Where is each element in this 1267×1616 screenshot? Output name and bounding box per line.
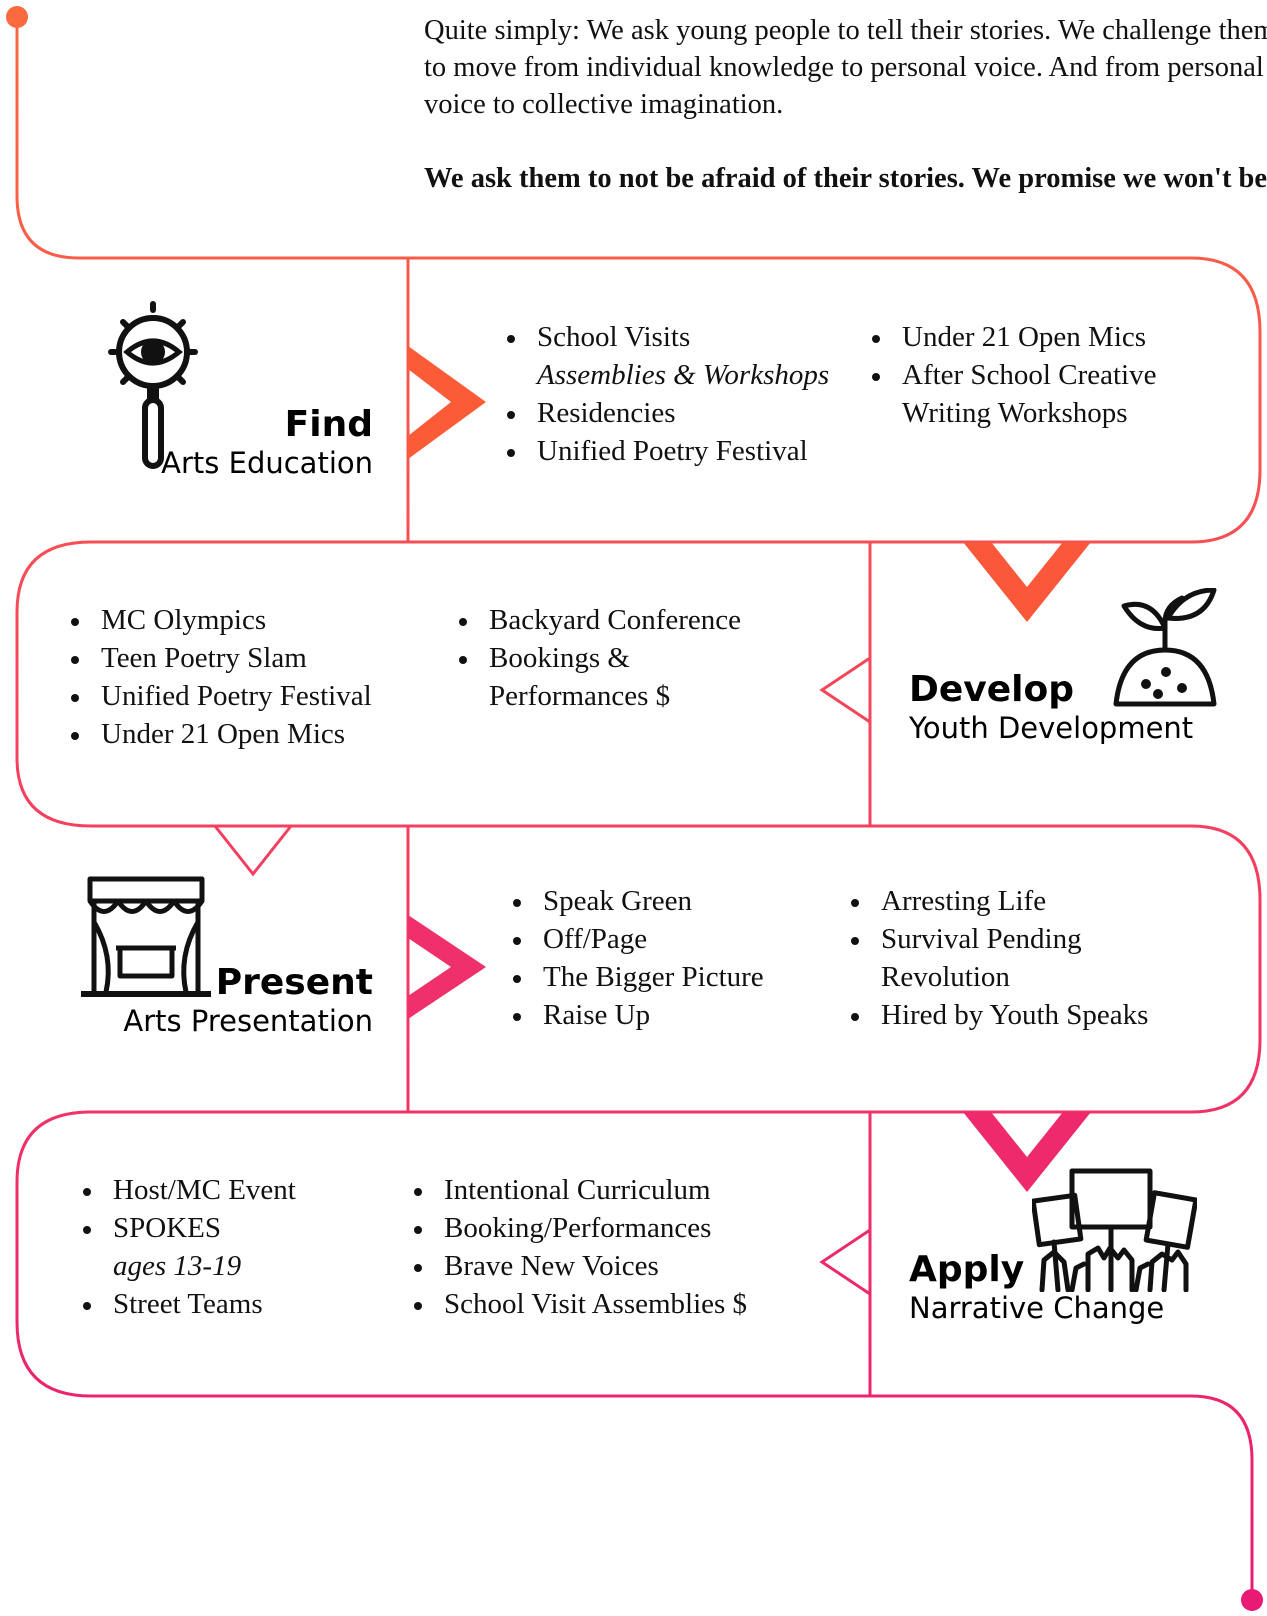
stage-subtitle: Narrative Change [909,1291,1165,1325]
list-item: Hired by Youth Speaks [848,996,1148,1034]
list-item: Booking/Performances [411,1209,747,1247]
end-dot [1241,1589,1263,1611]
list-item: Host/MC Event [80,1171,296,1209]
list-item: Bookings & Performances $ [456,639,689,715]
winding-path [15,17,1262,1600]
list-item: Brave New Voices [411,1247,747,1285]
list-item: Unified Poetry Festival [504,432,829,470]
list-item: Street Teams [80,1285,296,1323]
list-item: Teen Poetry Slam [68,639,372,677]
develop-list-1: MC Olympics Teen Poetry Slam Unified Poe… [68,601,372,753]
stage-develop-label: Develop Youth Development [909,670,1193,746]
list-item: Arresting Life [848,882,1148,920]
list-item: After School Creative Writing Workshops [869,356,1182,432]
present-list-2: Arresting Life Survival Pending Revoluti… [848,882,1148,1034]
list-item: Off/Page [510,920,764,958]
magnifier-eye-icon [103,300,203,472]
present-list-1: Speak Green Off/Page The Bigger Picture … [510,882,764,1034]
stage-subtitle: Youth Development [909,711,1194,745]
list-item: MC Olympics [68,601,372,639]
divider-notch-apply [819,1228,871,1296]
stage-present-label: Present Arts Presentation [123,963,373,1039]
apply-list-2: Intentional Curriculum Booking/Performan… [411,1171,747,1323]
stage-curtain-icon [80,876,212,998]
chevron-right-find [408,346,486,459]
chevron-down-apply [963,1112,1091,1192]
list-item: Under 21 Open Mics [869,318,1182,356]
sprout-icon [1112,587,1218,708]
callout-notch-develop [213,825,293,877]
list-item-note: Assemblies & Workshops [537,359,830,391]
stage-title: Apply [909,1249,1025,1290]
intro-text: Quite simply: We ask young people to tel… [424,12,1267,197]
list-item: Under 21 Open Mics [68,715,372,753]
chevron-down-develop [963,542,1091,622]
protest-signs-icon [1030,1168,1199,1293]
stage-title: Find [284,404,373,445]
divider-notch-develop [819,656,871,724]
stage-subtitle: Arts Education [161,446,373,480]
list-item: Backyard Conference [456,601,741,639]
list-item: Residencies [504,394,829,432]
intro-lead: We ask them to not be afraid of their st… [424,163,1267,194]
develop-list-2: Backyard Conference Bookings & Performan… [456,601,741,715]
list-item: Intentional Curriculum [411,1171,747,1209]
stage-subtitle: Arts Presentation [123,1004,373,1038]
list-item: Speak Green [510,882,764,920]
stage-title: Present [215,962,373,1003]
intro-paragraph: Quite simply: We ask young people to tel… [424,15,1267,120]
list-item: The Bigger Picture [510,958,764,996]
list-item: School Visit Assemblies $ [411,1285,747,1323]
list-item: Unified Poetry Festival [68,677,372,715]
list-item: Survival Pending Revolution [848,920,1121,996]
list-item-note: ages 13-19 [113,1250,242,1282]
stage-title: Develop [909,669,1075,710]
stage-find-label: Find Arts Education [161,405,373,481]
stage-apply-label: Apply Narrative Change [909,1250,1164,1326]
list-item: Raise Up [510,996,764,1034]
chevron-right-present [408,915,486,1019]
find-list-2: Under 21 Open Mics After School Creative… [869,318,1182,432]
start-dot [6,6,28,28]
